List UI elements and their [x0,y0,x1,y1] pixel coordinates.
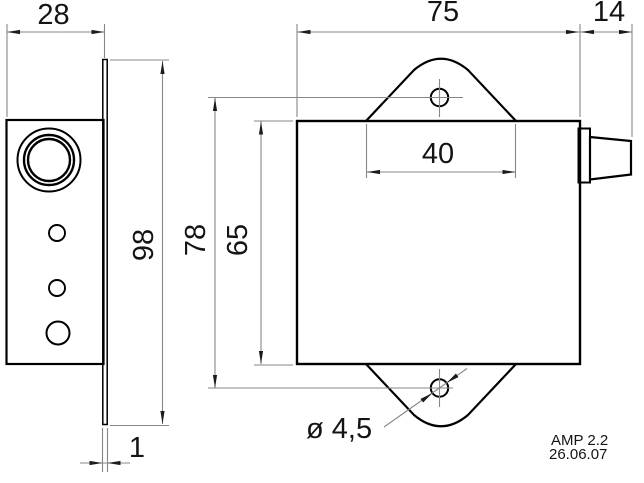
arrow-65-top [258,121,264,135]
dim-text-75: 75 [427,0,459,28]
dim-text-14: 14 [593,0,625,28]
dim-text-40: 40 [422,138,454,170]
side-view-small-hole-1 [48,224,66,242]
arrow-75-left [297,29,311,35]
side-view-jack-outer-circle [16,127,82,193]
title-date: 26.06.07 [549,446,607,463]
dim-text-1: 1 [129,432,145,464]
arrow-65-bottom [258,351,264,364]
arrow-28-right [91,29,105,35]
arrow-78-top [212,98,218,111]
side-view-body-outline [5,118,105,366]
front-view-bottom-mounting-tab [365,363,517,428]
arrow-75-right [566,29,579,35]
arrow-78-bottom [212,375,218,388]
arrow-1-right [107,460,121,466]
arrow-14-right [619,29,632,35]
front-view-body-outline [295,119,582,366]
arrow-40-right [502,169,516,175]
title-product-name: AMP 2.2 [551,432,608,449]
dim-text-78: 78 [180,224,212,256]
arrow-40-left [367,169,380,175]
dim-text-hole-diameter: ø 4,5 [306,413,372,445]
side-view-jack-inner-circle [26,137,72,183]
arrow-hole-diameter-upper [446,373,459,383]
arrow-98-bottom [160,411,165,424]
arrow-28-left [7,29,20,35]
arrow-hole-diameter-lower [420,393,433,403]
arrow-14-left [581,29,594,35]
title-block: AMP 2.2 26.06.07 [549,432,608,463]
dim-text-28: 28 [37,0,69,31]
side-view [5,58,108,426]
dim-text-98: 98 [128,229,160,261]
side-view-small-hole-2 [48,279,66,297]
front-view-top-mounting-tab [365,57,517,122]
arrow-98-top [160,61,165,74]
front-view-connector-plug [588,135,633,181]
arrow-1-left [89,460,103,466]
dim-text-65: 65 [222,224,254,256]
side-view-medium-hole [45,320,71,346]
side-view-jack-ring-circle [22,133,76,187]
dimension-annotations: 28 98 1 75 14 40 78 65 ø 4,5 [6,0,633,472]
